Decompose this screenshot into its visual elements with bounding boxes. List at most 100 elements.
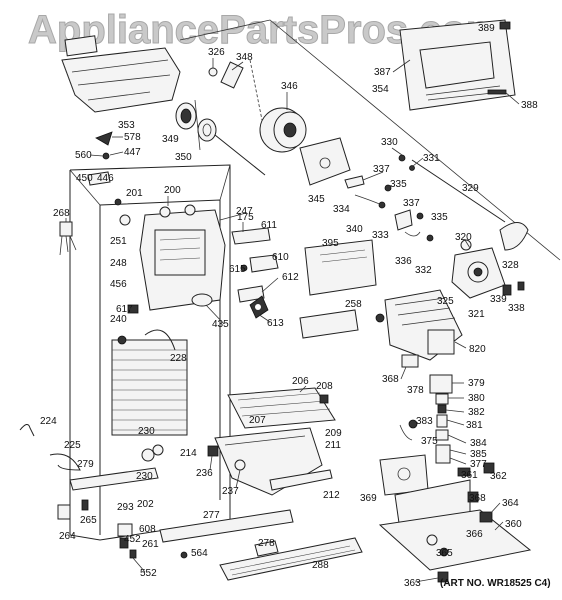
part-617	[127, 304, 139, 314]
label-328: 328	[502, 260, 519, 271]
linkage-rod	[398, 154, 506, 223]
label-230b: 230	[136, 471, 153, 482]
label-247: 247	[236, 206, 253, 217]
water-valve-assembly	[399, 374, 453, 464]
label-385: 385	[470, 449, 487, 460]
label-264: 264	[59, 531, 76, 542]
label-330: 330	[381, 137, 398, 148]
label-380: 380	[468, 393, 485, 404]
label-452: 452	[124, 534, 141, 545]
label-560: 560	[75, 150, 92, 161]
label-331: 331	[423, 153, 440, 164]
label-450: 450	[76, 173, 93, 184]
label-389: 389	[478, 23, 495, 34]
fasteners	[87, 131, 113, 186]
power-cord	[19, 424, 81, 471]
part-251	[119, 214, 131, 226]
label-278: 278	[258, 538, 275, 549]
label-456: 456	[110, 279, 127, 290]
label-365: 365	[436, 548, 453, 559]
label-345: 345	[308, 194, 325, 205]
label-375: 375	[421, 436, 438, 447]
label-240: 240	[110, 314, 127, 325]
label-377: 377	[470, 459, 487, 470]
freezer-basket	[207, 427, 333, 496]
part-labels: 389 353 326 348 346 387 388 354 578 447 …	[40, 23, 551, 589]
auger-coupling	[175, 102, 266, 176]
dispenser-gear-motor	[451, 222, 529, 299]
label-175: 175	[237, 212, 254, 223]
label-334: 334	[333, 204, 350, 215]
label-333: 333	[372, 230, 389, 241]
label-228: 228	[170, 353, 187, 364]
label-268: 268	[53, 208, 70, 219]
label-366: 366	[466, 529, 483, 540]
leader-lines	[65, 58, 520, 583]
ice-maker-cover	[299, 309, 359, 339]
label-237: 237	[222, 486, 239, 497]
label-363: 363	[404, 578, 421, 589]
label-337b: 337	[403, 198, 420, 209]
label-368a: 368	[382, 374, 399, 385]
label-329: 329	[462, 183, 479, 194]
label-350: 350	[175, 152, 192, 163]
label-378: 378	[407, 385, 424, 396]
label-200: 200	[164, 185, 181, 196]
label-369: 369	[360, 493, 377, 504]
label-435: 435	[212, 319, 229, 330]
label-251: 251	[110, 236, 127, 247]
label-381: 381	[466, 420, 483, 431]
label-353: 353	[118, 120, 135, 131]
label-293: 293	[117, 502, 134, 513]
bottom-rail	[117, 509, 294, 559]
label-349: 349	[162, 134, 179, 145]
label-362: 362	[490, 471, 507, 482]
label-212: 212	[323, 490, 340, 501]
control-panel-plate	[304, 239, 377, 296]
evaporator-coil	[111, 329, 188, 436]
label-336: 336	[395, 256, 412, 267]
label-354: 354	[372, 84, 389, 95]
base-grille	[219, 537, 363, 581]
label-379: 379	[468, 378, 485, 389]
part-201	[114, 198, 122, 206]
label-225: 225	[64, 440, 81, 451]
label-387: 387	[374, 67, 391, 78]
label-384: 384	[470, 438, 487, 449]
label-608: 608	[139, 524, 156, 535]
label-261: 261	[142, 539, 159, 550]
label-230a: 230	[138, 426, 155, 437]
label-337a: 337	[373, 164, 390, 175]
auger-motor	[259, 107, 307, 153]
label-279: 279	[77, 459, 94, 470]
label-368b: 368	[469, 493, 486, 504]
clip-368	[401, 354, 419, 368]
label-211: 211	[325, 440, 341, 451]
label-395: 395	[322, 238, 339, 249]
label-248: 248	[110, 258, 127, 269]
label-321: 321	[468, 309, 485, 320]
label-447: 447	[124, 147, 141, 158]
label-339: 339	[490, 294, 507, 305]
label-288: 288	[312, 560, 329, 571]
ice-maker	[375, 289, 463, 361]
thermostat	[59, 221, 77, 256]
dispenser-housing	[399, 19, 516, 111]
label-578: 578	[124, 132, 141, 143]
label-610: 610	[272, 252, 289, 263]
guide-lines	[179, 19, 561, 261]
label-208: 208	[316, 381, 333, 392]
label-382: 382	[468, 407, 485, 418]
fan-motor-bracket	[231, 227, 279, 319]
label-615: 615	[229, 264, 246, 275]
label-611: 611	[261, 220, 277, 231]
label-335a: 335	[390, 179, 407, 190]
label-383: 383	[416, 416, 433, 427]
timer-and-base-plate	[378, 454, 532, 583]
label-552: 552	[140, 568, 157, 579]
label-325: 325	[437, 296, 454, 307]
wire-shelf	[227, 387, 336, 429]
label-564: 564	[191, 548, 208, 559]
label-265: 265	[80, 515, 97, 526]
label-360: 360	[505, 519, 522, 530]
